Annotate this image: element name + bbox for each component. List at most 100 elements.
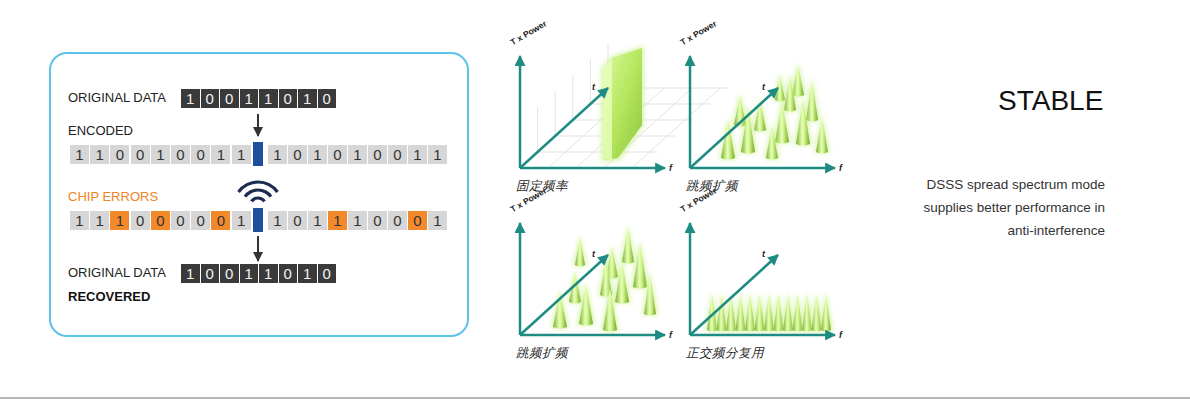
- bit-digit: 0: [293, 211, 301, 230]
- bit-digit: 1: [96, 145, 104, 164]
- chip-cell: 0: [201, 89, 220, 108]
- spectrum-chart: [520, 223, 665, 335]
- cone-glow: [819, 292, 833, 331]
- bit-digit: 1: [245, 89, 253, 108]
- bit-digit: 0: [206, 264, 214, 283]
- bit-digit: 0: [176, 211, 184, 230]
- spectrum-cone: [796, 99, 810, 146]
- chip-cell: 0: [151, 211, 170, 230]
- cone-glow: [739, 105, 757, 153]
- grid-line: [572, 75, 573, 120]
- chip-cell: 1: [259, 264, 278, 283]
- grid-line: [590, 59, 591, 104]
- bottom-rule: [0, 397, 1190, 399]
- chip-cell: 0: [131, 145, 150, 164]
- chip-cell: 1: [181, 264, 200, 283]
- cone-glow: [631, 240, 649, 288]
- row-label: ORIGINAL DATA: [68, 265, 166, 281]
- bit-digit: 0: [225, 264, 233, 283]
- bit-digit: 0: [323, 264, 331, 283]
- bit-digit: 1: [245, 264, 253, 283]
- chip-cell: 0: [110, 145, 129, 164]
- chip-cell: 0: [288, 145, 307, 164]
- chip-cell: 1: [232, 211, 251, 230]
- axis-label: t: [592, 82, 595, 93]
- spectrum-cone: [633, 242, 647, 289]
- chip-cell: 1: [308, 211, 327, 230]
- chip-cell: 1: [70, 145, 89, 164]
- signal-wave: [244, 188, 273, 197]
- bit-digit: 0: [393, 145, 401, 164]
- bit-digit: 1: [237, 211, 245, 230]
- chip-cell: 1: [428, 211, 447, 230]
- chip-cell: 0: [131, 211, 150, 230]
- chip-cell: 1: [70, 211, 89, 230]
- chip-cell: 1: [298, 89, 317, 108]
- bit-digit: 1: [303, 89, 311, 108]
- bit-digit: 1: [237, 145, 245, 164]
- axis-label: t: [592, 249, 595, 260]
- chip-cell: 0: [408, 211, 427, 230]
- bit-digit: 0: [206, 89, 214, 108]
- chip-cell: 0: [328, 145, 347, 164]
- bit-digit: 0: [323, 89, 331, 108]
- spectrum-chart: [520, 43, 728, 168]
- row-label: CHIP ERRORS: [68, 189, 158, 205]
- spectrum-cone: [644, 274, 656, 316]
- bit-digit: 1: [433, 211, 441, 230]
- bit-digit: 1: [413, 145, 421, 164]
- chip-cell: 0: [279, 264, 298, 283]
- bit-digit: 0: [136, 145, 144, 164]
- axis-line: [520, 334, 665, 337]
- bit-digit: 0: [217, 211, 225, 230]
- chip-cell: 1: [328, 211, 347, 230]
- band-glow: [601, 46, 644, 162]
- grid-line: [537, 107, 538, 152]
- bit-digit: 1: [313, 211, 321, 230]
- spectrum-cone: [784, 76, 796, 112]
- cone-glow: [573, 235, 587, 266]
- dsss-figure: [237, 114, 279, 261]
- bit-digit: 0: [284, 89, 292, 108]
- chip-cell: 0: [318, 264, 337, 283]
- cone-glow: [551, 290, 569, 328]
- axis-line: [690, 334, 835, 337]
- bit-digit: 1: [353, 145, 361, 164]
- axis-line: [520, 88, 608, 168]
- axis-label: f: [669, 330, 672, 341]
- fixed-frequency-band: [603, 48, 642, 160]
- cone-glow: [601, 286, 619, 331]
- bit-digit: 0: [116, 145, 124, 164]
- bit-digit: 1: [217, 145, 225, 164]
- chip-cell: 1: [240, 264, 259, 283]
- spectrum-cone: [622, 227, 634, 264]
- bit-digit: 0: [136, 211, 144, 230]
- chip-cell: 1: [90, 211, 109, 230]
- bit-digit: 1: [96, 211, 104, 230]
- chip-cell: 1: [240, 89, 259, 108]
- row-label: ENCODED: [68, 123, 133, 139]
- signal-wave: [237, 180, 279, 193]
- chip-cell: 0: [388, 211, 407, 230]
- bit-digit: 1: [313, 145, 321, 164]
- signal-wave: [250, 196, 266, 202]
- bit-digit: 1: [433, 145, 441, 164]
- cone-glow: [620, 225, 636, 263]
- axis-line: [690, 167, 835, 170]
- spectrum-cone: [775, 102, 789, 144]
- axis-line: [519, 56, 522, 168]
- bit-digit: 1: [264, 264, 272, 283]
- bit-digit: 0: [197, 145, 205, 164]
- spectrum-cone: [615, 262, 629, 304]
- chip-cell: 1: [110, 211, 129, 230]
- chip-cell: 0: [220, 264, 239, 283]
- chip-cell: 1: [151, 145, 170, 164]
- chip-cell: 0: [318, 89, 337, 108]
- axis-label: f: [839, 330, 842, 341]
- chip-cell: 1: [348, 145, 367, 164]
- axis-label: f: [669, 163, 672, 174]
- spectrum-cone: [721, 120, 735, 160]
- axis-line: [520, 255, 608, 335]
- cone-glow: [773, 100, 791, 143]
